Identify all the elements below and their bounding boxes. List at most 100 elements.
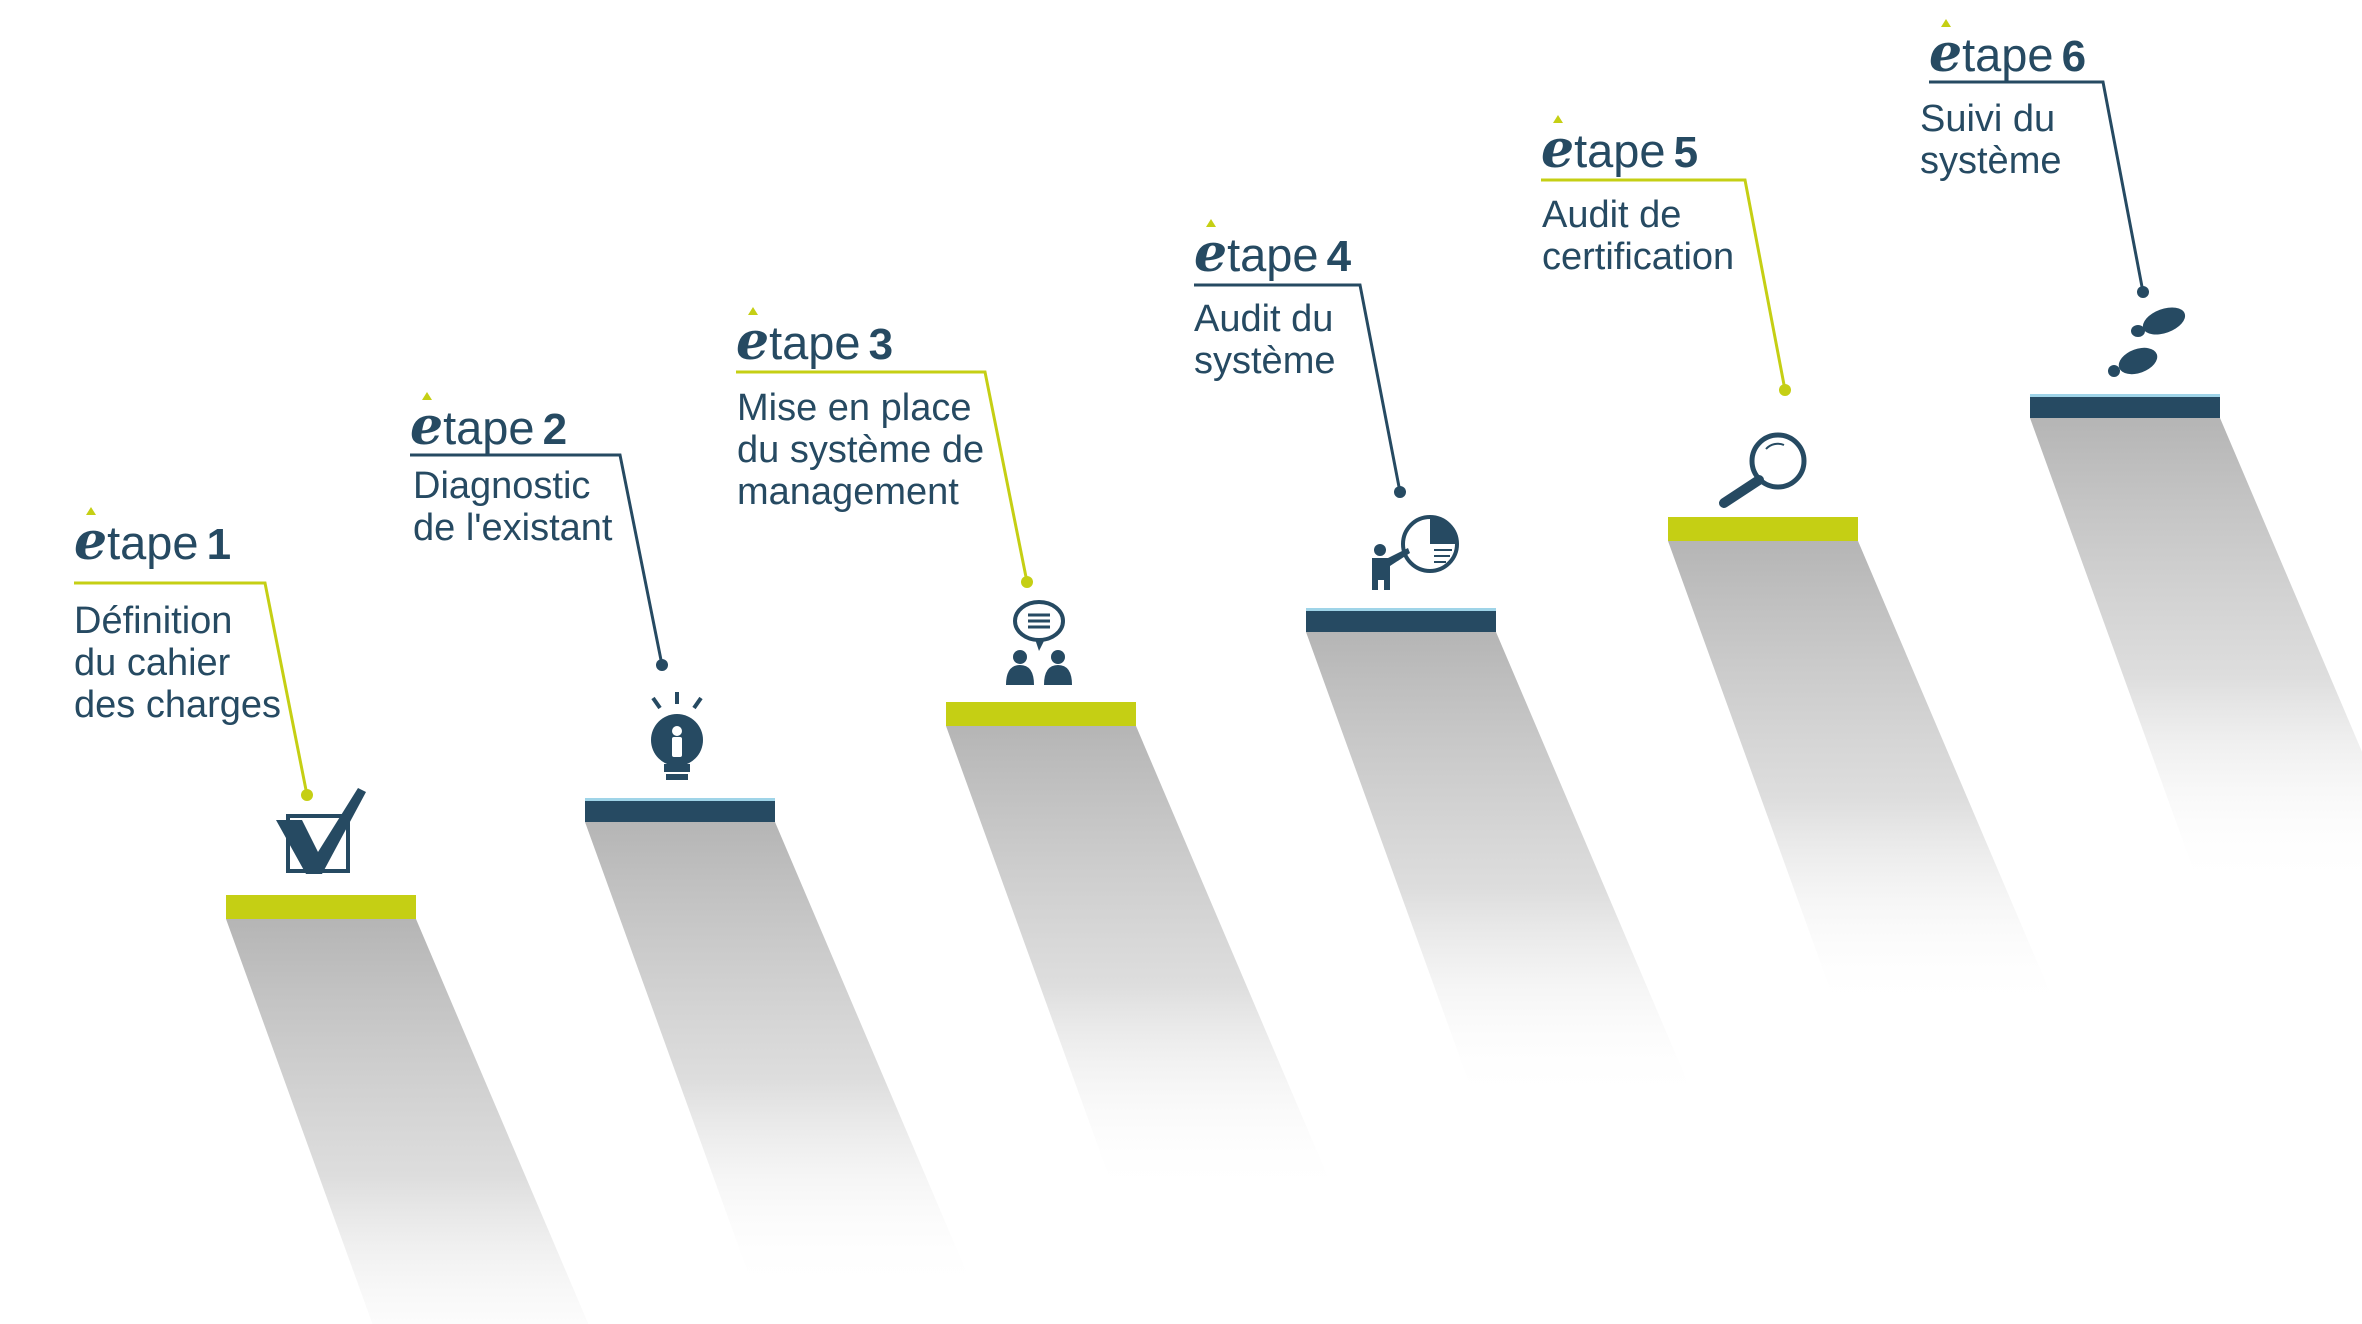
magnifier-icon	[1719, 432, 1807, 508]
step-2-bar-highlight	[585, 798, 775, 801]
step-3-word: tape	[769, 316, 861, 369]
step-4-connector	[1194, 283, 1402, 493]
speech-bubble-tail	[1035, 639, 1045, 651]
person-right-body	[1044, 665, 1072, 685]
step-1-connector	[74, 581, 309, 796]
step-1-line-3: des charges	[74, 684, 282, 726]
step-2-connector-dot	[656, 659, 668, 671]
step-2-bar	[585, 800, 775, 822]
step-1-line-1: Définition	[74, 600, 233, 642]
step-2-riser	[585, 822, 975, 1292]
checkbox-icon	[276, 788, 366, 874]
person-right-head	[1051, 650, 1065, 664]
step-4-bar-highlight	[1306, 608, 1496, 611]
step-2-number: 2	[542, 405, 568, 454]
person-left-body	[1006, 665, 1034, 685]
step-4-connector-dot	[1394, 486, 1406, 498]
bulb-person-head	[672, 726, 682, 736]
step-4-e-letter: e	[1194, 223, 1228, 284]
step-6-bar	[2030, 396, 2220, 418]
bulb-person-body	[672, 737, 682, 757]
step-6-connector-dot	[2137, 286, 2149, 298]
step-3-bar	[946, 702, 1136, 726]
step-6-connector	[1929, 80, 2145, 293]
step-3-connector	[736, 370, 1029, 583]
footprint-lower-heel	[2108, 365, 2120, 377]
step-3-line-2: du système de	[737, 429, 985, 471]
step-1-word: tape	[107, 516, 199, 569]
step-2-word: tape	[443, 401, 535, 454]
presentation-icon	[1372, 515, 1459, 590]
step-4-line-1: Audit du	[1194, 298, 1334, 340]
step-2-description: Diagnostic de l'existant	[413, 465, 612, 549]
step-4-line-2: système	[1194, 340, 1336, 382]
step-4-bar	[1306, 610, 1496, 632]
step-5-number: 5	[1673, 128, 1699, 177]
presenter-body	[1372, 548, 1410, 590]
magnifier-lens	[1749, 432, 1807, 490]
step-1-riser	[226, 919, 589, 1324]
pie-slice	[1430, 517, 1457, 544]
magnifier-glint	[1765, 442, 1785, 450]
step-5-bar	[1668, 517, 1858, 541]
step-2-connector	[410, 453, 664, 666]
step-3-riser	[946, 726, 1336, 1196]
step-3-line-1: Mise en place	[737, 387, 972, 429]
step-6-line-2: système	[1920, 140, 2062, 182]
step-6-bar-highlight	[2030, 394, 2220, 397]
footsteps-icon	[2108, 307, 2186, 377]
step-4-word: tape	[1227, 228, 1319, 281]
step-5-connector-dot	[1779, 384, 1791, 396]
bulb-base-2	[666, 774, 688, 780]
step-1-bar	[226, 895, 416, 919]
step-1-description: Définition du cahier des charges	[74, 600, 281, 726]
pie-lines	[1434, 549, 1452, 563]
bulb-base-1	[664, 764, 690, 772]
person-left-head	[1013, 650, 1027, 664]
lightbulb-icon	[651, 692, 703, 780]
step-4-number: 4	[1326, 232, 1352, 281]
presenter-head	[1374, 544, 1386, 556]
step-6-e-letter: e	[1929, 23, 1963, 84]
step-4-riser	[1306, 632, 1696, 1102]
step-6-line-1: Suivi du	[1920, 98, 2056, 140]
footprint-upper	[2142, 307, 2186, 335]
step-6-number: 6	[2061, 32, 2087, 81]
step-3-connector-dot	[1021, 576, 1033, 588]
magnifier-handle	[1719, 475, 1764, 508]
step-5-riser	[1668, 541, 2058, 1011]
step-1-number: 1	[206, 520, 232, 569]
footprint-lower	[2118, 347, 2158, 375]
step-5-e-letter: e	[1541, 119, 1575, 180]
step-1-line-2: du cahier	[74, 642, 231, 684]
checkmark	[276, 788, 366, 874]
step-2-line-1: Diagnostic	[413, 465, 591, 507]
bulb-ray-right	[692, 696, 703, 710]
step-3-e-letter: e	[736, 311, 770, 372]
step-5-connector	[1541, 178, 1787, 391]
step-1-connector-dot	[301, 789, 313, 801]
step-2-line-2: de l'existant	[413, 507, 613, 549]
step-5-description: Audit de certification	[1542, 194, 1734, 278]
step-1-e-letter: e	[74, 511, 108, 572]
step-5-word: tape	[1574, 124, 1666, 177]
step-6-riser	[2030, 418, 2362, 888]
bulb-ray-left	[651, 696, 662, 710]
step-3-description: Mise en place du système de management	[737, 387, 984, 513]
step-6-description: Suivi du système	[1920, 98, 2061, 182]
footprint-upper-heel	[2131, 325, 2145, 337]
step-5-line-2: certification	[1542, 236, 1735, 278]
step-3-number: 3	[868, 320, 894, 369]
step-4-description: Audit du système	[1194, 298, 1335, 382]
step-5-line-1: Audit de	[1542, 194, 1682, 236]
discussion-icon	[1006, 600, 1072, 685]
step-2-e-letter: e	[410, 396, 444, 457]
